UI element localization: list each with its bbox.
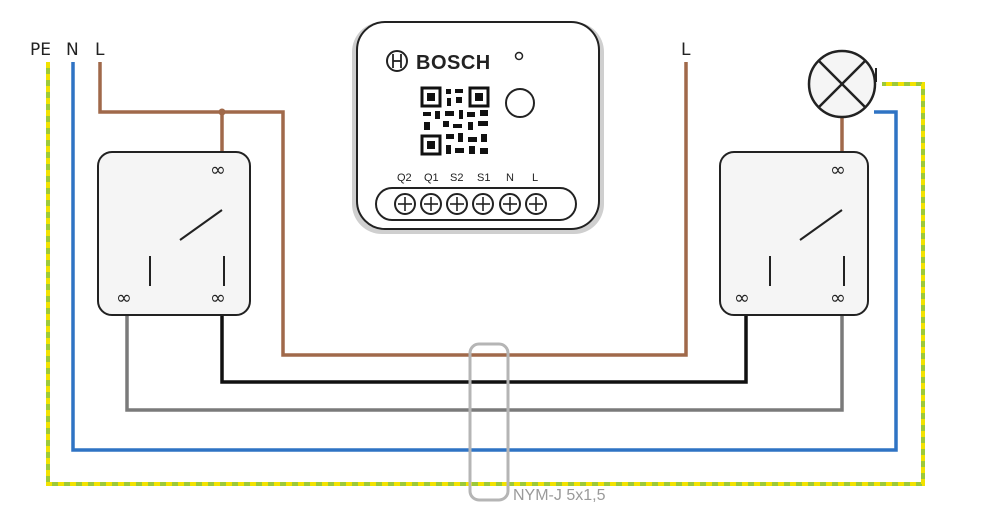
label-pe: PE — [30, 40, 51, 60]
lamp-icon — [807, 49, 877, 119]
terminal-label-s1: S1 — [477, 172, 490, 184]
bosch-device[interactable]: BOSCH — [352, 21, 604, 234]
terminal-label-q2: Q2 — [397, 172, 412, 184]
right-switch-terminal-bottom-left-icon: ∞ — [734, 287, 750, 309]
terminal-label-s2: S2 — [450, 172, 463, 184]
bosch-logo-icon — [386, 50, 408, 72]
cable-label: NYM-J 5x1,5 — [513, 487, 606, 504]
left-switch-terminal-top-icon: ∞ — [210, 159, 226, 181]
traveler-wire — [125, 312, 844, 412]
left-switch-terminal-bottom-right-icon: ∞ — [210, 287, 226, 309]
pe-wire — [46, 62, 925, 486]
label-n: N — [66, 40, 79, 60]
brand-name: BOSCH — [416, 52, 491, 74]
terminal-label-n: N — [506, 172, 514, 184]
left-switch-lever — [179, 209, 223, 241]
phase-wire — [98, 62, 224, 168]
right-switch[interactable]: ∞ ∞ ∞ — [719, 151, 869, 316]
phase-wire-to-right — [222, 62, 688, 357]
left-switch[interactable]: ∞ ∞ ∞ — [97, 151, 251, 316]
round-button-icon[interactable] — [505, 88, 535, 118]
cable-bundle-outline — [468, 342, 510, 502]
switch-wire — [220, 312, 748, 384]
terminal-label-q1: Q1 — [424, 172, 439, 184]
right-switch-terminal-bottom-right-icon: ∞ — [830, 287, 846, 309]
led-indicator-icon — [514, 51, 524, 61]
label-l-right: L — [681, 40, 691, 60]
left-switch-terminal-bottom-left-icon: ∞ — [116, 287, 132, 309]
right-switch-lever — [799, 209, 843, 241]
terminal-label-l: L — [532, 172, 538, 184]
right-switch-terminal-top-icon: ∞ — [830, 159, 846, 181]
terminal-screws — [394, 193, 547, 215]
phase-junction — [218, 108, 226, 116]
label-l-left: L — [95, 40, 105, 60]
qr-code-icon — [420, 86, 490, 156]
neutral-wire — [71, 62, 898, 452]
